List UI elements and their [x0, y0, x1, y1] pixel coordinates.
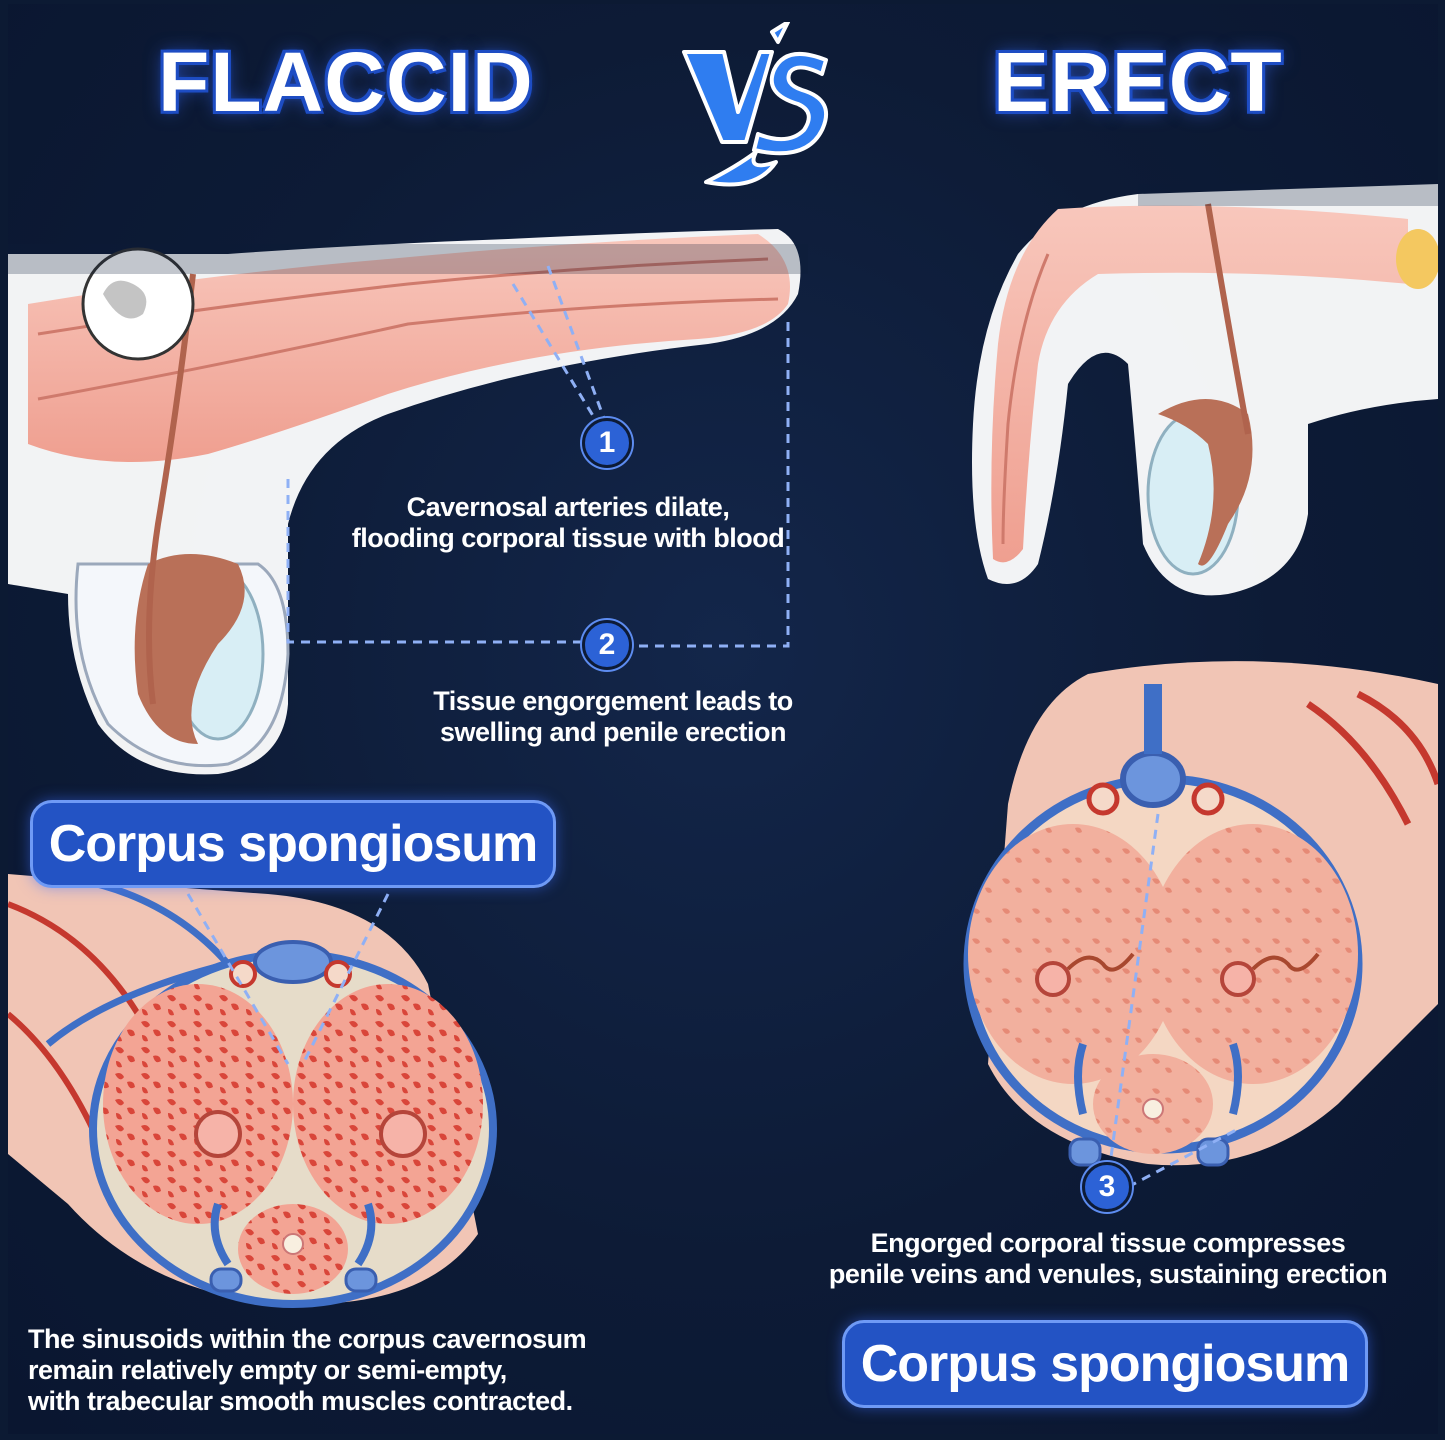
- flaccid-anatomy: [8, 229, 808, 775]
- vs-emblem: [682, 22, 828, 187]
- flaccid-description-line-2: remain relatively empty or semi-empty,: [28, 1355, 507, 1385]
- step-marker-1: 1: [582, 418, 632, 468]
- erect-title: ERECT: [993, 35, 1283, 129]
- anatomy-illustrations: [8, 184, 1438, 1308]
- step-marker-3: 3: [1082, 1162, 1132, 1212]
- infographic-canvas: FLACCID ERECT 1 2 3 Cavernosal arteries …: [8, 4, 1438, 1434]
- flaccid-description-line-1: The sinusoids within the corpus cavernos…: [28, 1324, 587, 1354]
- step-1-line-2: flooding corporal tissue with blood: [351, 523, 785, 553]
- corpus-spongiosum-label-left: Corpus spongiosum: [30, 800, 556, 888]
- step-marker-2: 2: [582, 620, 632, 670]
- step-1-line-1: Cavernosal arteries dilate,: [406, 492, 730, 522]
- flaccid-description-line-3: with trabecular smooth muscles contracte…: [28, 1386, 573, 1416]
- step-3-line-2: penile veins and venules, sustaining ere…: [828, 1259, 1388, 1289]
- step-2-line-2: swelling and penile erection: [439, 717, 787, 747]
- step-3-line-1: Engorged corporal tissue compresses: [870, 1228, 1346, 1258]
- step-1-caption: Cavernosal arteries dilate, flooding cor…: [338, 492, 798, 554]
- step-2-caption: Tissue engorgement leads to swelling and…: [403, 686, 823, 748]
- flaccid-title: FLACCID: [158, 35, 534, 129]
- erect-anatomy: [972, 184, 1438, 596]
- flaccid-guide-lines: [286, 265, 790, 648]
- corpus-spongiosum-label-right: Corpus spongiosum: [842, 1320, 1368, 1408]
- flaccid-description: The sinusoids within the corpus cavernos…: [28, 1324, 628, 1417]
- erect-cross-section: [963, 661, 1438, 1189]
- step-2-line-1: Tissue engorgement leads to: [433, 686, 793, 716]
- step-3-caption: Engorged corporal tissue compresses peni…: [808, 1228, 1408, 1290]
- flaccid-cross-section: [8, 870, 497, 1308]
